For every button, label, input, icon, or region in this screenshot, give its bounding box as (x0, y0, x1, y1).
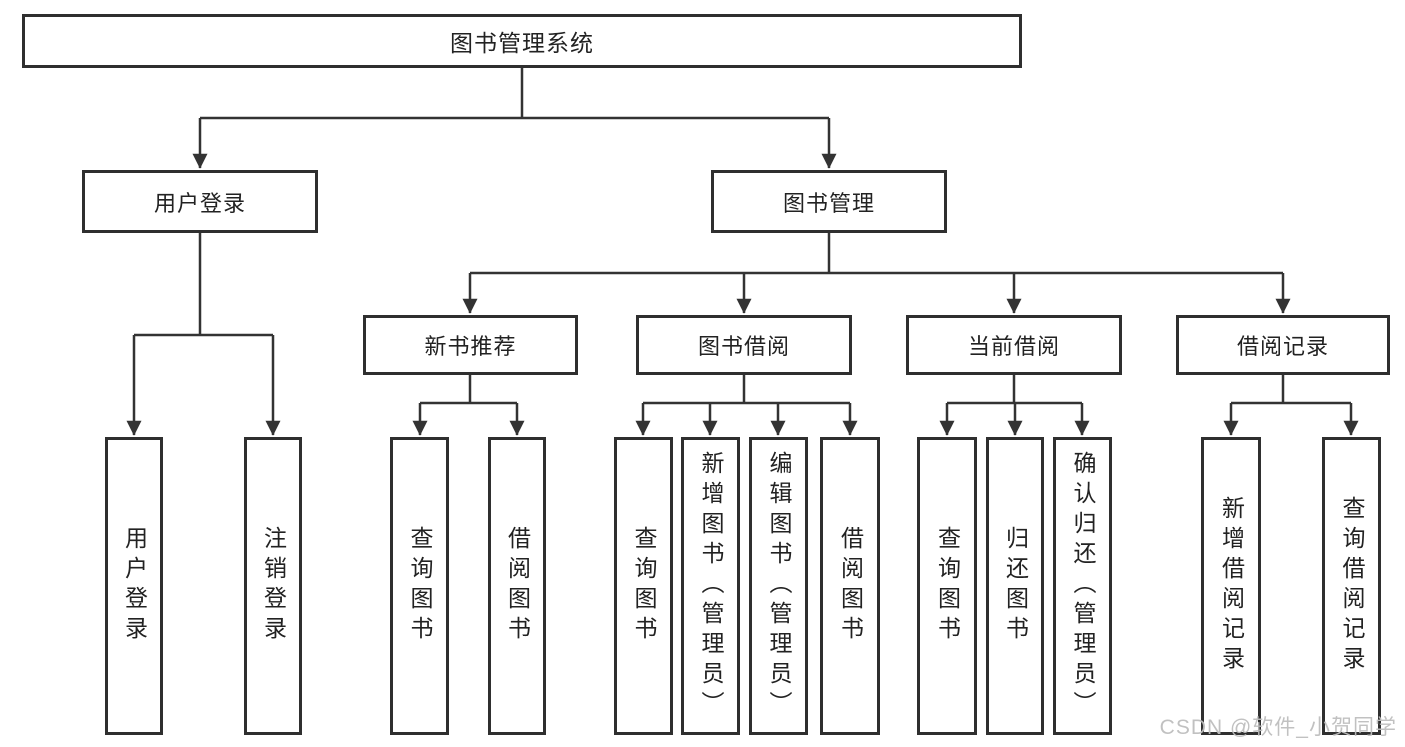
connector-book-mgmt-to-children (462, 233, 1291, 314)
node-leaf-query-book-3: 查询图书 (917, 437, 977, 735)
node-leaf-edit-book-label: 编辑图书（管理员） (766, 451, 792, 721)
node-new-book-rec: 新书推荐 (363, 315, 578, 375)
node-leaf-user-login: 用户登录 (105, 437, 163, 735)
node-leaf-query-book-1-label: 查询图书 (407, 526, 433, 646)
node-leaf-return-book: 归还图书 (986, 437, 1044, 735)
node-root: 图书管理系统 (22, 14, 1022, 68)
node-leaf-return-book-label: 归还图书 (1002, 526, 1029, 646)
node-leaf-borrow-book-1: 借阅图书 (488, 437, 546, 735)
watermark: CSDN @软件_小贺同学 (1159, 716, 1397, 739)
node-leaf-query-book-1: 查询图书 (390, 437, 449, 735)
node-user-login: 用户登录 (82, 170, 318, 233)
node-current-borrow-label: 当前借阅 (967, 334, 1060, 359)
node-leaf-add-borrow-record-label: 新增借阅记录 (1218, 496, 1245, 676)
node-leaf-query-borrow-record: 查询借阅记录 (1322, 437, 1381, 735)
node-leaf-confirm-return: 确认归还（管理员） (1053, 437, 1112, 735)
node-user-login-label: 用户登录 (153, 190, 246, 216)
connector-borrow-records-to-children (1223, 375, 1359, 436)
node-leaf-borrow-book-1-label: 借阅图书 (504, 526, 531, 646)
node-borrow-records: 借阅记录 (1176, 315, 1390, 375)
connector-book-borrow-to-children (635, 375, 858, 436)
node-new-book-rec-label: 新书推荐 (424, 334, 517, 359)
node-borrow-records-label: 借阅记录 (1236, 334, 1329, 359)
connector-user-login-to-children (126, 233, 281, 436)
node-book-mgmt-label: 图书管理 (782, 190, 875, 216)
node-book-borrow-label: 图书借阅 (697, 334, 790, 359)
node-leaf-borrow-book-2: 借阅图书 (820, 437, 880, 735)
node-leaf-edit-book: 编辑图书（管理员） (749, 437, 808, 735)
node-leaf-logout-label: 注销登录 (260, 526, 287, 646)
connector-new-book-rec-to-children (412, 375, 525, 436)
node-leaf-add-book-label: 新增图书（管理员） (698, 451, 724, 721)
node-leaf-add-book: 新增图书（管理员） (681, 437, 740, 735)
node-leaf-query-book-2-label: 查询图书 (631, 526, 657, 646)
node-leaf-borrow-book-2-label: 借阅图书 (837, 526, 864, 646)
node-book-mgmt: 图书管理 (711, 170, 947, 233)
connector-current-borrow-to-children (939, 375, 1090, 436)
node-root-label: 图书管理系统 (450, 30, 594, 56)
node-leaf-query-borrow-record-label: 查询借阅记录 (1339, 496, 1365, 676)
node-leaf-add-borrow-record: 新增借阅记录 (1201, 437, 1261, 735)
node-leaf-logout: 注销登录 (244, 437, 302, 735)
node-leaf-query-book-2: 查询图书 (614, 437, 673, 735)
node-book-borrow: 图书借阅 (636, 315, 852, 375)
node-leaf-confirm-return-label: 确认归还（管理员） (1070, 451, 1096, 721)
connector-root-to-children (192, 68, 837, 169)
node-leaf-query-book-3-label: 查询图书 (934, 526, 961, 646)
node-current-borrow: 当前借阅 (906, 315, 1122, 375)
node-leaf-user-login-label: 用户登录 (121, 526, 148, 646)
